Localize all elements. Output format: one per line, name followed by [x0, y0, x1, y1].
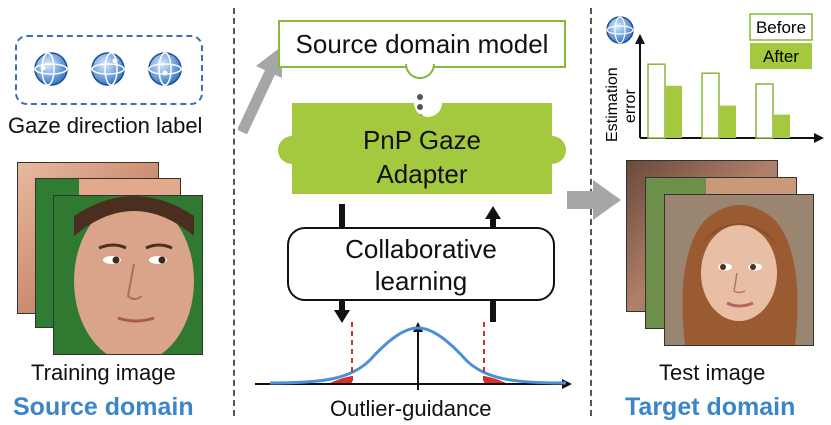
adapter-label-line1: PnP Gaze	[362, 125, 482, 155]
flow-arrows	[334, 204, 501, 323]
legend-before-swatch	[749, 13, 813, 41]
right-separator	[590, 8, 592, 416]
gaze-direction-label: Gaze direction label	[8, 113, 203, 138]
gaze-sphere-icon	[91, 52, 125, 86]
up-arrow-right	[485, 206, 501, 322]
globe-icon	[606, 16, 634, 44]
training-image-caption: Training image	[31, 360, 176, 385]
right-outlier-region	[484, 376, 508, 384]
bar-before-3	[755, 83, 774, 139]
left-separator	[233, 8, 235, 416]
bar-after-3	[773, 114, 790, 138]
outlier-guidance-label: Outlier-guidance	[330, 396, 492, 421]
estimation-error-chart: Before After Estimation error	[604, 13, 824, 143]
gaussian-curve	[269, 326, 567, 385]
down-arrow-left	[334, 204, 350, 323]
outlier-distribution-plot	[255, 322, 572, 390]
chart-x-arrowhead	[814, 133, 824, 143]
target-domain-title: Target domain	[625, 393, 796, 421]
chart-ylabel-line2: error	[622, 89, 639, 123]
bar-before-1	[647, 63, 666, 139]
legend-before-label: Before	[756, 18, 806, 37]
gaze-label-group	[15, 35, 203, 105]
legend-after-label: After	[763, 47, 799, 66]
pnp-gaze-adapter-block	[278, 103, 566, 194]
child-face-illustration	[682, 205, 798, 345]
arrow-to-source-model	[238, 46, 282, 135]
bar-before-2	[701, 72, 720, 139]
adapter-label-line2: Adapter	[376, 159, 468, 189]
collab-label-line2: learning	[374, 266, 468, 296]
legend-after-swatch	[750, 43, 812, 69]
bar-after-2	[719, 105, 736, 138]
test-image-caption: Test image	[659, 360, 766, 385]
test-image-front	[664, 194, 814, 346]
collab-label-line1: Collaborative	[345, 234, 497, 264]
gaze-sphere-icon	[34, 52, 68, 86]
left-outlier-region	[328, 376, 352, 384]
collaborative-learning-box: Collaborative learning	[287, 227, 555, 301]
gaze-sphere-icon	[148, 52, 182, 86]
training-image-front	[53, 195, 203, 355]
bar-after-1	[665, 85, 682, 138]
chart-y-arrowhead	[635, 34, 645, 44]
adapter-connector	[405, 63, 435, 120]
chart-ylabel-line1: Estimation	[604, 67, 621, 142]
source-domain-title: Source domain	[13, 393, 194, 421]
source-domain-model-label: Source domain model	[295, 29, 549, 59]
face-illustration	[74, 196, 194, 354]
source-domain-model-box: Source domain model	[278, 20, 566, 68]
arrow-to-target	[567, 180, 621, 220]
gaze-spheres	[34, 52, 182, 86]
